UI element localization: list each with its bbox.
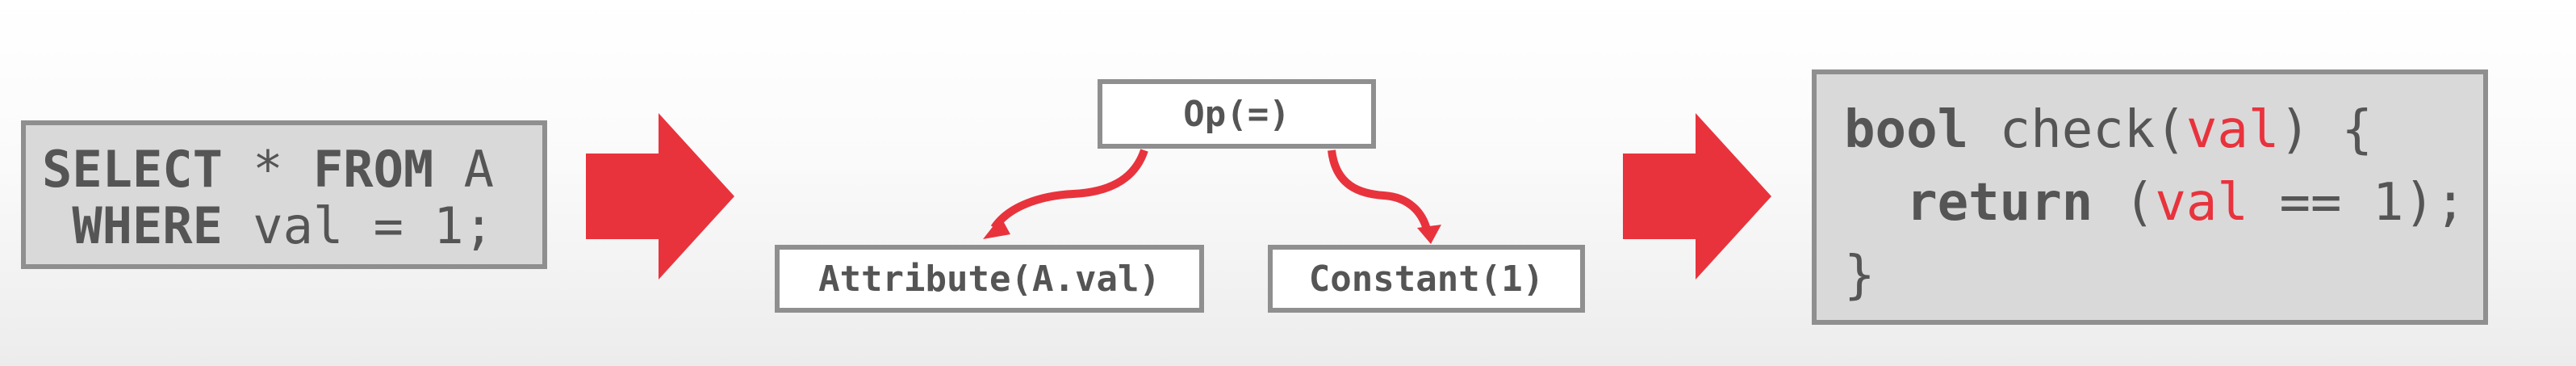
sql-keyword-from: FROM [312, 140, 434, 199]
code-line-2: return (val == 1); [1844, 166, 2483, 239]
code-comparison: == 1); [2248, 173, 2466, 233]
code-line-1: bool check(val) { [1844, 94, 2483, 166]
code-open-paren: ( [2093, 173, 2156, 233]
tree-node-attribute: Attribute(A.val) [775, 245, 1204, 313]
sql-keyword-where: WHERE [72, 196, 223, 255]
code-signature-tail: ) { [2279, 100, 2373, 160]
code-keyword-return: return [1906, 173, 2093, 233]
sql-star: * [222, 140, 313, 199]
code-var-val: val [2155, 173, 2248, 233]
tree-node-op: Op(=) [1098, 79, 1376, 149]
code-keyword-bool: bool [1844, 100, 1969, 160]
compiled-code-box: bool check(val) { return (val == 1);} [1812, 69, 2488, 325]
edge-root-to-constant [1328, 149, 1431, 231]
tree-node-constant: Constant(1) [1268, 245, 1585, 313]
code-function-name: check( [1968, 100, 2186, 160]
big-red-arrow-right-icon [586, 113, 734, 280]
sql-table-name: A [433, 140, 494, 199]
sql-predicate: val = 1; [222, 196, 494, 255]
code-line-3: } [1844, 246, 1876, 305]
code-param-val: val [2185, 100, 2280, 160]
sql-query-box: SELECT * FROM A WHERE val = 1; [21, 120, 547, 269]
edge-arrowhead-right-icon [1417, 225, 1441, 244]
sql-keyword-select: SELECT [42, 140, 223, 199]
big-red-arrow-right-icon [1623, 113, 1771, 280]
sql-line-1: SELECT * FROM A [42, 141, 542, 198]
edge-arrowhead-left-icon [983, 217, 1010, 239]
sql-line-2: WHERE val = 1; [42, 198, 542, 255]
edge-root-to-attribute [990, 149, 1148, 230]
